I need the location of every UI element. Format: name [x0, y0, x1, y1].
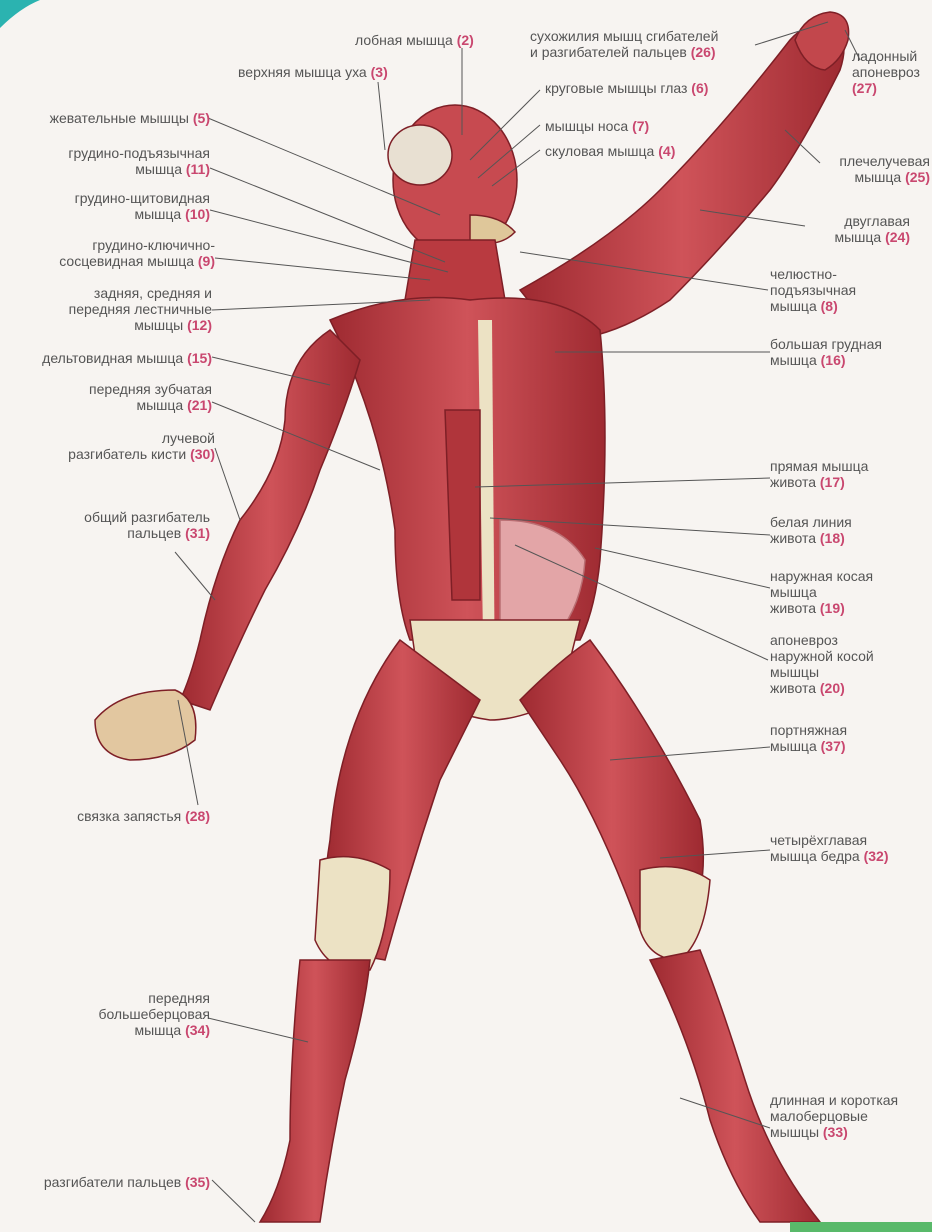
muscle-label: двуглавая мышца (24): [780, 213, 910, 245]
muscle-label-number: (12): [183, 317, 212, 333]
skull-cap: [388, 125, 452, 185]
muscle-label-number: (33): [819, 1124, 848, 1140]
muscle-label-number: (17): [816, 474, 845, 490]
muscle-label: прямая мышца живота (17): [770, 458, 920, 490]
muscle-label: апоневроз наружной косой мышцы живота (2…: [770, 632, 920, 696]
muscle-label-number: (27): [852, 80, 877, 96]
muscle-label-number: (34): [181, 1022, 210, 1038]
muscle-label-number: (30): [186, 446, 215, 462]
muscle-label: грудино-подъязычная мышца (11): [20, 145, 210, 177]
muscle-label-number: (11): [182, 161, 210, 177]
muscle-label-text: разгибатели пальцев: [44, 1174, 181, 1190]
muscle-label: мышцы носа (7): [545, 118, 695, 134]
muscle-label: скуловая мышца (4): [545, 143, 715, 159]
corner-accent: [0, 0, 40, 28]
muscle-label: передняя большеберцовая мышца (34): [20, 990, 210, 1038]
muscle-label: связка запястья (28): [20, 808, 210, 824]
muscle-label: грудино-щитовидная мышца (10): [20, 190, 210, 222]
muscle-label: сухожилия мышц сгибателей и разгибателей…: [530, 28, 760, 60]
muscle-label: лучевой разгибатель кисти (30): [20, 430, 215, 462]
muscle-label-number: (3): [367, 64, 388, 80]
muscle-label: передняя зубчатая мышца (21): [20, 381, 212, 413]
muscle-label-text: лобная мышца: [355, 32, 453, 48]
muscle-label-number: (6): [687, 80, 708, 96]
muscle-label-number: (5): [189, 110, 210, 126]
muscle-label-text: круговые мышцы глаз: [545, 80, 687, 96]
muscle-label-text: жевательные мышцы: [50, 110, 189, 126]
left-fist: [95, 690, 196, 760]
muscle-label: белая линия живота (18): [770, 514, 920, 546]
muscle-label: портняжная мышца (37): [770, 722, 920, 754]
muscle-label-number: (26): [687, 44, 716, 60]
rectus-abdominis: [445, 410, 480, 600]
neck: [405, 240, 505, 300]
muscle-label: жевательные мышцы (5): [20, 110, 210, 126]
muscle-label: общий разгибатель пальцев (31): [20, 509, 210, 541]
muscle-label-number: (7): [628, 118, 649, 134]
muscle-label-number: (24): [881, 229, 910, 245]
muscle-label-text: дельтовидная мышца: [42, 350, 183, 366]
muscle-label-number: (19): [816, 600, 845, 616]
muscle-label-number: (32): [860, 848, 889, 864]
bottom-accent-bar: [790, 1222, 932, 1232]
muscle-label-text: верхняя мышца уха: [238, 64, 367, 80]
right-shin: [650, 950, 820, 1222]
muscle-label: грудино-ключично- сосцевидная мышца (9): [20, 237, 215, 269]
muscle-label: длинная и короткая малоберцовые мышцы (3…: [770, 1092, 930, 1140]
muscle-label-number: (15): [183, 350, 212, 366]
muscle-label: разгибатели пальцев (35): [0, 1174, 210, 1190]
muscle-label-number: (25): [901, 169, 930, 185]
muscle-label: дельтовидная мышца (15): [0, 350, 212, 366]
muscle-label-text: четырёхглавая мышца бедра: [770, 832, 867, 864]
muscle-label-number: (18): [816, 530, 845, 546]
muscle-label-number: (21): [183, 397, 212, 413]
muscle-label-number: (35): [181, 1174, 210, 1190]
muscle-label-number: (37): [817, 738, 846, 754]
muscle-label-text: ладонный апоневроз: [852, 48, 920, 80]
muscle-label-text: скуловая мышца: [545, 143, 654, 159]
muscle-label-number: (4): [654, 143, 675, 159]
left-shin: [260, 960, 370, 1222]
muscle-label-number: (8): [817, 298, 838, 314]
muscle-label-text: грудино-ключично- сосцевидная мышца: [59, 237, 215, 269]
muscle-label: ладонный апоневроз (27): [852, 48, 932, 96]
muscle-label-text: челюстно- подъязычная мышца: [770, 266, 856, 314]
muscle-label: верхняя мышца уха (3): [238, 64, 398, 80]
muscle-label: четырёхглавая мышца бедра (32): [770, 832, 930, 864]
muscle-label-number: (28): [181, 808, 210, 824]
muscle-label: плечелучевая мышца (25): [770, 153, 930, 185]
muscle-label: большая грудная мышца (16): [770, 336, 930, 368]
muscle-label-number: (2): [453, 32, 474, 48]
muscle-label-number: (9): [194, 253, 215, 269]
muscle-label-number: (31): [181, 525, 210, 541]
muscle-label-number: (16): [817, 352, 846, 368]
muscle-label: задняя, средняя и передняя лестничные мы…: [20, 285, 212, 333]
right-knee: [640, 867, 710, 960]
muscle-label: лобная мышца (2): [355, 32, 515, 48]
muscle-label: челюстно- подъязычная мышца (8): [770, 266, 920, 314]
muscle-label-text: мышцы носа: [545, 118, 628, 134]
muscle-label-text: связка запястья: [77, 808, 181, 824]
muscle-label: круговые мышцы глаз (6): [545, 80, 725, 96]
muscle-label-number: (10): [181, 206, 210, 222]
muscle-label: наружная косая мышца живота (19): [770, 568, 920, 616]
muscle-label-number: (20): [816, 680, 845, 696]
